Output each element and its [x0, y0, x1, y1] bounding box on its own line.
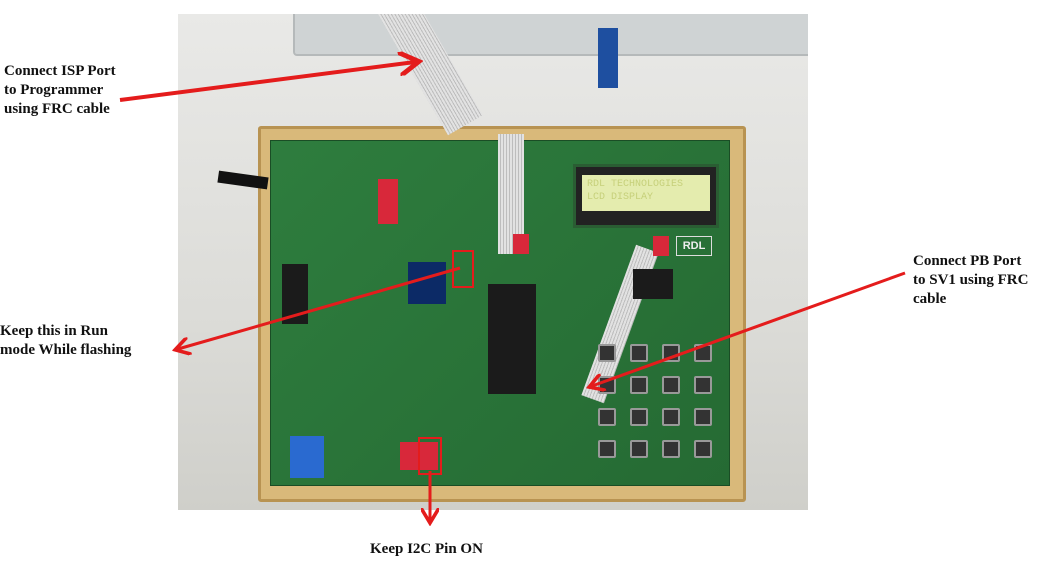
rdl-logo: RDL — [676, 236, 712, 256]
push-button — [630, 344, 648, 362]
seven-segment — [633, 269, 673, 299]
relay — [290, 436, 324, 478]
dip-switch — [378, 179, 398, 224]
isp-arrow — [119, 62, 415, 102]
lcd-screen: RDL TECHNOLOGIES LCD DISPLAY — [582, 175, 710, 211]
push-button — [598, 408, 616, 426]
push-button — [694, 376, 712, 394]
pb-port-arrow — [592, 271, 906, 386]
push-button — [630, 440, 648, 458]
board-photo: RDL TECHNOLOGIES LCD DISPLAY RDL — [178, 14, 808, 510]
run-mode-annotation: Keep this in Run mode While flashing — [0, 323, 132, 358]
lcd-module: RDL TECHNOLOGIES LCD DISPLAY — [573, 164, 719, 228]
isp-annotation: Connect ISP Port to Programmer using FRC… — [4, 63, 116, 117]
push-button — [630, 376, 648, 394]
push-button — [630, 408, 648, 426]
push-button — [598, 440, 616, 458]
dip-switch — [513, 234, 529, 254]
dip-switch — [653, 236, 669, 256]
push-button — [662, 376, 680, 394]
push-button — [662, 408, 680, 426]
push-button — [662, 440, 680, 458]
pb-port-annotation: Connect PB Port to SV1 using FRC cable — [913, 253, 1029, 307]
push-button — [694, 408, 712, 426]
push-button — [694, 440, 712, 458]
laptop — [293, 14, 808, 56]
i2c-annotation: Keep I2C Pin ON — [370, 541, 483, 557]
lcd-line-2: LCD DISPLAY — [587, 192, 654, 203]
push-button — [598, 344, 616, 362]
lcd-line-1: RDL TECHNOLOGIES — [587, 179, 684, 190]
oled-display — [408, 262, 446, 304]
run-mode-arrow — [178, 266, 461, 349]
microcontroller — [488, 284, 536, 394]
usb-programmer — [598, 28, 618, 88]
